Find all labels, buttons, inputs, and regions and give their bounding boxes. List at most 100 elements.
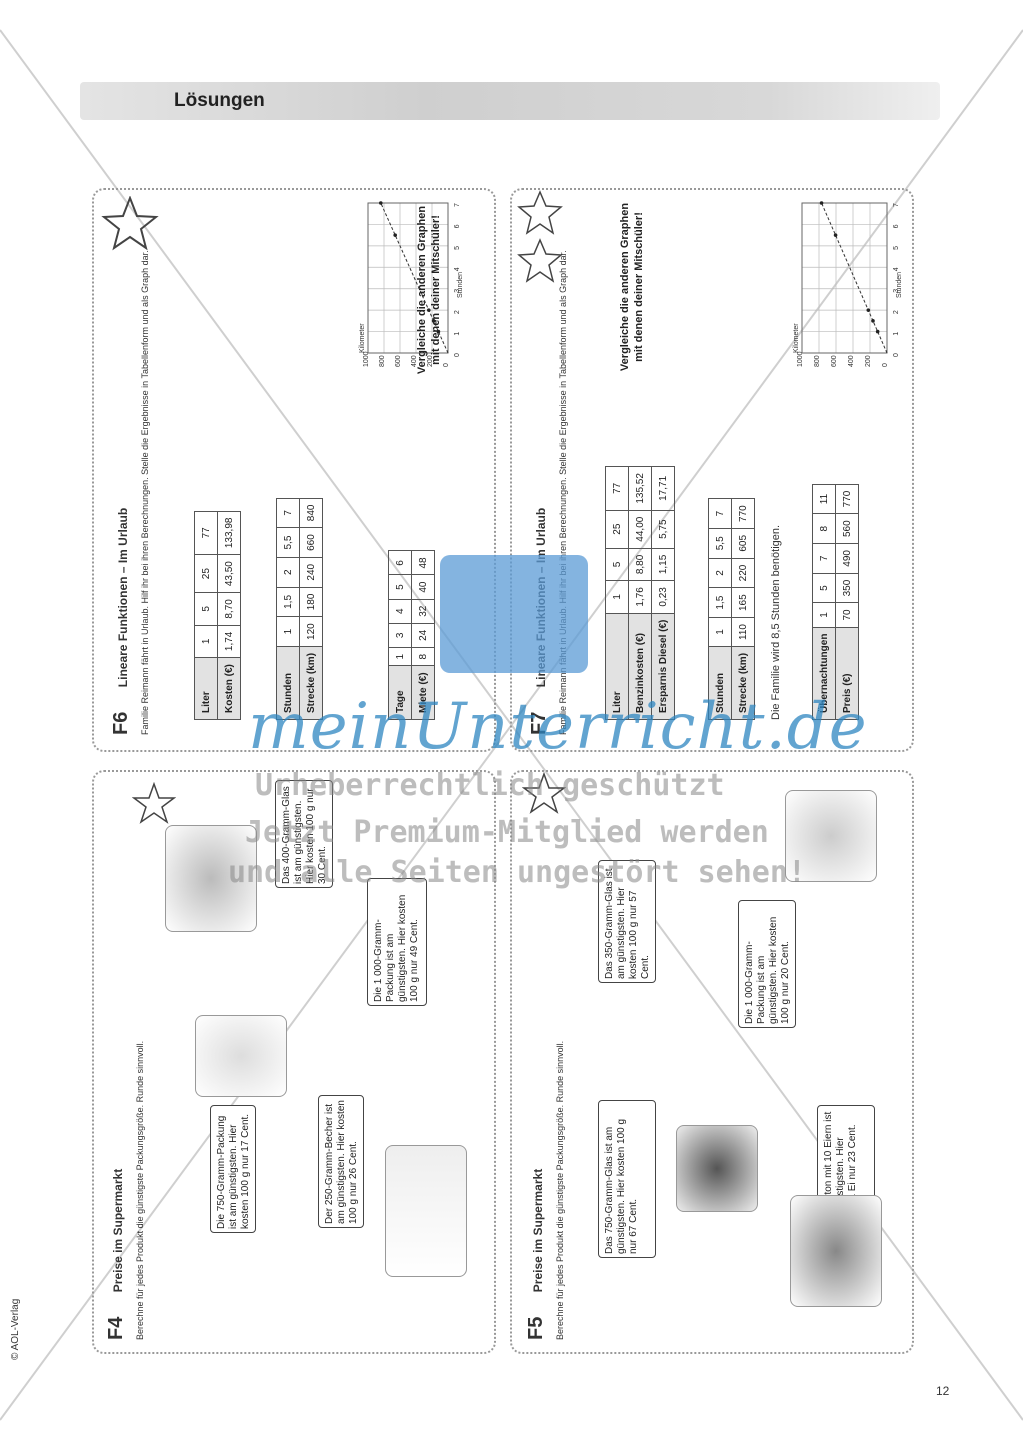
table-cell: 7 (812, 543, 836, 574)
table-cell: 25 (194, 554, 218, 593)
x-tick-label: 0 (893, 353, 900, 357)
f6-header: F6 Lineare Funktionen – Im Urlaub Famili… (110, 195, 151, 735)
table-cell: 4 (388, 599, 412, 624)
table-cell: 1,5 (276, 587, 300, 617)
table-cell: 17,71 (651, 466, 675, 511)
table-cell: 8 (812, 513, 836, 544)
table-cell: 220 (731, 558, 755, 588)
watermark-logo-box (440, 555, 588, 673)
product-image (676, 1125, 758, 1212)
compare-note: Vergleiche die anderen Graphen mit denen… (619, 202, 645, 372)
table-cell: 25 (605, 510, 629, 549)
table-cell: 44,00 (628, 510, 652, 549)
table-cell: 32 (411, 599, 435, 624)
data-point (393, 233, 397, 237)
page-title: Lösungen (174, 90, 265, 111)
table-cell: 40 (411, 575, 435, 600)
table-cell: 770 (731, 498, 755, 529)
data-point (427, 308, 431, 312)
x-tick-label: 6 (454, 224, 461, 228)
x-tick-label: 7 (893, 203, 900, 207)
card-f6 (92, 188, 496, 752)
header-band (80, 82, 940, 120)
x-tick-label: 1 (454, 332, 461, 336)
series-line (380, 202, 449, 354)
y-tick-label: 0 (882, 363, 889, 367)
y-tick-label: 200 (865, 355, 872, 367)
table-cell: 770 (835, 484, 859, 514)
watermark-logo: meinUnterricht.de (248, 690, 868, 764)
answer-box: Die 1 000-Gramm-Packung ist am günstigst… (738, 900, 796, 1028)
data-point (833, 233, 838, 237)
plot-frame (801, 202, 888, 354)
x-tick-label: 7 (454, 203, 461, 207)
star-icon (517, 238, 563, 283)
y-tick-label: 800 (379, 355, 386, 367)
x-tick-label: 2 (893, 310, 900, 314)
table-cell: 1,15 (651, 548, 675, 581)
table-cell: 5 (388, 575, 412, 600)
answer-box: Die 750-Gramm-Packung ist am günstigsten… (210, 1105, 256, 1233)
table-cell: 605 (731, 528, 755, 559)
card-f7 (510, 188, 914, 752)
y-tick-label: 0 (443, 363, 450, 367)
table-cell: 120 (299, 616, 323, 647)
table-cell: 1 (276, 616, 300, 647)
card-id: F5 (525, 1316, 547, 1340)
table-cell: 5 (605, 548, 629, 581)
table-cell: 77 (194, 511, 218, 555)
table-cell: 70 (835, 602, 859, 628)
x-tick-label: 5 (893, 246, 900, 250)
x-tick-label: 2 (454, 310, 461, 314)
data-point (436, 329, 441, 334)
f4-header: F4 Preise im Supermarkt Berechne für jed… (105, 780, 146, 1340)
star-icon (522, 772, 566, 814)
table-cell: 240 (299, 557, 323, 588)
card-title: Preise im Supermarkt (111, 1168, 125, 1293)
card-id: F4 (105, 1316, 127, 1340)
table-cell: 5,5 (708, 528, 732, 559)
data-point (819, 201, 824, 205)
table-cell: 660 (299, 527, 323, 558)
product-image (385, 1145, 467, 1277)
table-cell: 840 (299, 498, 323, 528)
x-tick-label: 3 (454, 289, 461, 293)
table-cell: 1 (812, 602, 836, 628)
table-header-cell: Liter (194, 657, 218, 720)
table-cell: 7 (276, 498, 300, 528)
x-tick-label: 1 (893, 332, 900, 336)
data-point (866, 308, 871, 312)
plot-frame (367, 202, 449, 354)
table-cell: 0,23 (651, 580, 675, 614)
card-instruction: Berechne für jedes Produkt die günstigst… (135, 1040, 145, 1340)
card-id: F6 (110, 711, 132, 735)
table-cell: 560 (835, 513, 859, 544)
table-cell: 48 (411, 550, 435, 575)
product-image (785, 790, 877, 882)
f6-graph: 0123456702004006008001000StundenKilomete… (359, 201, 464, 367)
table-cell: 6 (388, 550, 412, 575)
table-header-cell: Kosten (€) (217, 657, 241, 720)
card-title: Preise im Supermarkt (531, 1168, 545, 1293)
y-axis-label: Kilometer (359, 323, 366, 353)
table-cell: 11 (812, 484, 836, 514)
y-tick-label: 600 (395, 355, 402, 367)
x-tick-label: 6 (893, 224, 900, 228)
data-point (871, 319, 875, 323)
x-tick-label: 4 (454, 267, 461, 271)
table-cell: 1 (708, 617, 732, 647)
table-cell: 1,74 (217, 625, 241, 658)
table-cell: 5,5 (276, 527, 300, 558)
table-cell: 77 (605, 466, 629, 511)
